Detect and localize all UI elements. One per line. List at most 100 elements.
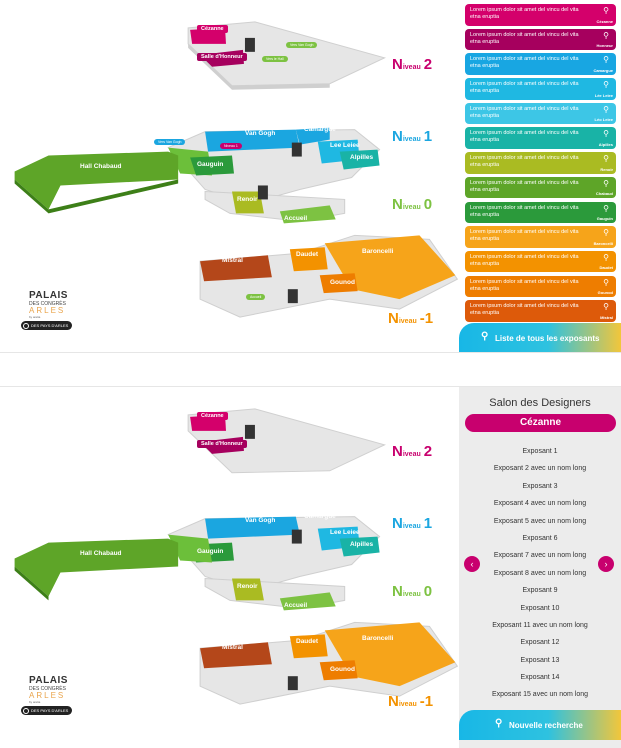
badge-text: DES PAYS D'ARLES (31, 323, 69, 328)
label-cezanne-2[interactable]: Cézanne (197, 412, 228, 420)
level-0-num-2: 0 (423, 583, 433, 600)
exhibitor-item[interactable]: Exposant 15 avec un nom long (491, 691, 589, 699)
label-alpilles-2[interactable]: Alpilles (350, 541, 374, 548)
search-icon: ⚲ (603, 6, 609, 15)
all-exhibitors-button[interactable]: ⚲ Liste de tous les exposants (459, 323, 621, 352)
label-alpilles[interactable]: Alpilles (350, 154, 374, 161)
hall-alpilles-shape[interactable] (339, 149, 380, 170)
pill-nav-5[interactable]: Accueil (246, 294, 266, 300)
label-daudet-2[interactable]: Daudet (296, 638, 319, 645)
search-icon: ⚲ (603, 80, 609, 90)
level-minus1-num-2: -1 (419, 693, 434, 710)
label-accueil-2[interactable]: Accueil (284, 602, 308, 609)
label-daudet[interactable]: Daudet (296, 251, 319, 258)
hall-renoir-shape[interactable] (231, 191, 264, 214)
category-hall-name: Renoir (600, 166, 613, 172)
exhibitor-item[interactable]: Exposant 9 (522, 587, 558, 595)
category-hall-name: Gauguin (596, 216, 613, 221)
category-button[interactable]: Lorem ipsum dolor sit amet del vincu del… (465, 300, 616, 322)
logo-line2-2: DES CONGRÈS (29, 686, 66, 692)
exhibitor-item[interactable]: Exposant 5 avec un nom long (493, 517, 587, 525)
label-gounod[interactable]: Gounod (330, 279, 355, 286)
label-accueil[interactable]: Accueil (284, 215, 308, 222)
category-button[interactable]: Lorem ipsum dolor sit amet del vincu del… (465, 176, 616, 199)
category-button[interactable]: Lorem ipsum dolor sit amet del vincu del… (465, 4, 616, 26)
level-1-rest: iveau (402, 136, 421, 143)
category-button[interactable]: Lorem ipsum dolor sit amet del vincu del… (465, 250, 616, 273)
search-icon: ⚲ (603, 154, 609, 164)
hall-daudet-shape[interactable] (289, 247, 328, 272)
category-description: Lorem ipsum dolor sit amet del vincu del… (470, 31, 579, 45)
label-cezanne[interactable]: Cézanne (197, 25, 228, 33)
label-hall-chabaud[interactable]: Hall Chabaud (80, 163, 122, 170)
exhibitor-item[interactable]: Exposant 3 (522, 482, 558, 490)
new-search-button[interactable]: ⚲ Nouvelle recherche (459, 710, 621, 740)
next-arrow-icon[interactable]: › (598, 556, 614, 572)
hall-mistral-shape[interactable] (200, 255, 272, 282)
category-button[interactable]: Lorem ipsum dolor sit amet del vincu del… (465, 201, 616, 223)
label-mistral[interactable]: Mistral (222, 257, 243, 264)
prev-arrow-icon[interactable]: ‹ (464, 556, 480, 572)
label-renoir-2[interactable]: Renoir (237, 583, 258, 590)
label-gauguin[interactable]: Gauguin (197, 161, 224, 168)
category-hall-name: Gounod (597, 290, 613, 296)
label-van-gogh[interactable]: Van Gogh (245, 130, 276, 137)
hall-accueil-shape[interactable] (279, 205, 336, 224)
exhibitor-item[interactable]: Exposant 8 avec un nom long (493, 569, 587, 577)
hall-gauguin-shape[interactable] (190, 155, 234, 176)
logo-line1-2: PALAIS (29, 675, 68, 686)
label-lee-leiee[interactable]: Lee Leiee (330, 142, 360, 149)
label-lee-leiee-2[interactable]: Lee Leiee (330, 529, 360, 536)
label-mistral-2[interactable]: Mistral (222, 644, 243, 651)
exhibitor-item[interactable]: Exposant 4 avec un nom long (493, 500, 587, 508)
search-icon: ⚲ (603, 277, 609, 287)
category-button[interactable]: Lorem ipsum dolor sit amet del vincu del… (465, 127, 616, 149)
level-0-num: 0 (423, 196, 433, 213)
exhibitor-item[interactable]: Exposant 10 (520, 604, 560, 612)
category-hall-name: Camargue (593, 67, 613, 73)
category-description: Lorem ipsum dolor sit amet del vincu del… (470, 105, 579, 119)
category-button[interactable]: Lorem ipsum dolor sit amet del vincu del… (465, 53, 616, 75)
badge-dot-icon (23, 708, 29, 714)
category-button[interactable]: Lorem ipsum dolor sit amet del vincu del… (465, 102, 616, 125)
label-van-gogh-2[interactable]: Van Gogh (245, 517, 276, 524)
category-button[interactable]: Lorem ipsum dolor sit amet del vincu del… (465, 226, 616, 248)
exhibitor-item[interactable]: Exposant 2 avec un nom long (493, 465, 587, 473)
category-button[interactable]: Lorem ipsum dolor sit amet del vincu del… (465, 152, 616, 174)
label-camargue-2[interactable]: Camargue (304, 513, 336, 520)
label-gounod-2[interactable]: Gounod (330, 666, 355, 673)
category-description: Lorem ipsum dolor sit amet del vincu del… (470, 56, 579, 70)
search-icon: ⚲ (603, 228, 609, 238)
exhibitor-item[interactable]: Exposant 13 (520, 656, 560, 664)
label-renoir[interactable]: Renoir (237, 196, 258, 203)
category-button[interactable]: Lorem ipsum dolor sit amet del vincu del… (465, 275, 616, 298)
category-description: Lorem ipsum dolor sit amet del vincu del… (470, 7, 579, 20)
pill-nav-4[interactable]: Niveau 1 (220, 143, 242, 149)
level-1-cap-2: N (392, 515, 403, 532)
hall-gounod-shape[interactable] (319, 273, 358, 294)
label-hall-chabaud-2[interactable]: Hall Chabaud (80, 550, 122, 557)
label-gauguin-2[interactable]: Gauguin (197, 548, 224, 555)
category-button[interactable]: Lorem ipsum dolor sit amet del vincu del… (465, 28, 616, 51)
level-minus1-rest-2: iveau (398, 701, 417, 708)
label-salle-honneur[interactable]: Salle d'Honneur (197, 53, 247, 61)
hall-baroncelli-shape[interactable] (324, 235, 456, 300)
category-button[interactable]: Lorem ipsum dolor sit amet del vincu del… (465, 78, 616, 100)
hall-chabaud-shape[interactable] (14, 151, 179, 210)
isometric-floor-plan-2 (14, 408, 459, 705)
pill-nav-1[interactable]: Vers Van Gogh (286, 42, 318, 48)
label-baroncelli[interactable]: Baroncelli (362, 248, 394, 255)
label-salle-honneur-2[interactable]: Salle d'Honneur (197, 440, 247, 448)
exhibitor-item[interactable]: Exposant 6 (522, 534, 558, 542)
exhibitor-item[interactable]: Exposant 1 (522, 448, 558, 455)
exhibitor-item[interactable]: Exposant 14 (520, 674, 560, 682)
label-camargue[interactable]: Camargue (304, 126, 336, 133)
pill-nav-2[interactable]: Vers le Hall (262, 56, 288, 62)
exhibitor-item[interactable]: Exposant 7 avec un nom long (493, 552, 587, 560)
level-2-num-2: 2 (423, 443, 433, 460)
exhibitor-item[interactable]: Exposant 11 avec un nom long (492, 621, 588, 629)
label-baroncelli-2[interactable]: Baroncelli (362, 635, 394, 642)
pill-nav-3[interactable]: Vers Van Gogh (154, 139, 186, 145)
exhibitor-item[interactable]: Exposant 12 (520, 639, 560, 647)
